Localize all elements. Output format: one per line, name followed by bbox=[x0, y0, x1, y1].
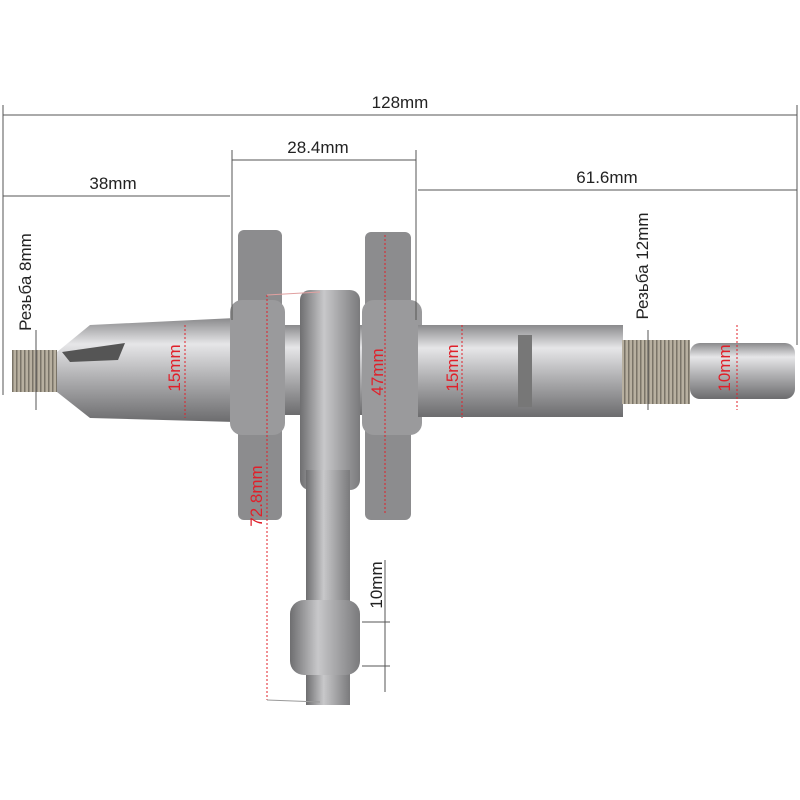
right-shaft-diameter-label: 15mm bbox=[443, 344, 462, 391]
left-shaft-diameter-label: 15mm bbox=[165, 344, 184, 391]
right-thread bbox=[622, 340, 690, 404]
small-end-width-label: 10mm bbox=[367, 561, 386, 608]
shaft-groove bbox=[518, 335, 532, 407]
right-shaft-length-label: 61.6mm bbox=[576, 168, 637, 187]
left-thread bbox=[12, 350, 57, 392]
conrod-big-end bbox=[300, 290, 360, 490]
dimension-lines bbox=[2, 105, 798, 703]
left-shaft-length-label: 38mm bbox=[89, 174, 136, 193]
left-web-hub bbox=[230, 300, 285, 435]
left-thread-label: Резьба 8mm bbox=[16, 233, 35, 331]
conrod-small-end bbox=[290, 600, 360, 675]
crankshaft-photo bbox=[12, 230, 795, 705]
right-thread-label: Резьба 12mm bbox=[633, 212, 652, 319]
left-shaft bbox=[57, 318, 235, 422]
end-pin-diameter-label: 10mm bbox=[715, 344, 734, 391]
web-diameter-label: 47mm bbox=[368, 348, 387, 395]
keyway bbox=[62, 343, 125, 362]
conrod-length-label: 72.8mm bbox=[247, 465, 266, 526]
web-width-label: 28.4mm bbox=[287, 138, 348, 157]
end-pin bbox=[690, 343, 795, 399]
right-web-hub bbox=[362, 300, 422, 435]
overall-length-label: 128mm bbox=[372, 93, 429, 112]
